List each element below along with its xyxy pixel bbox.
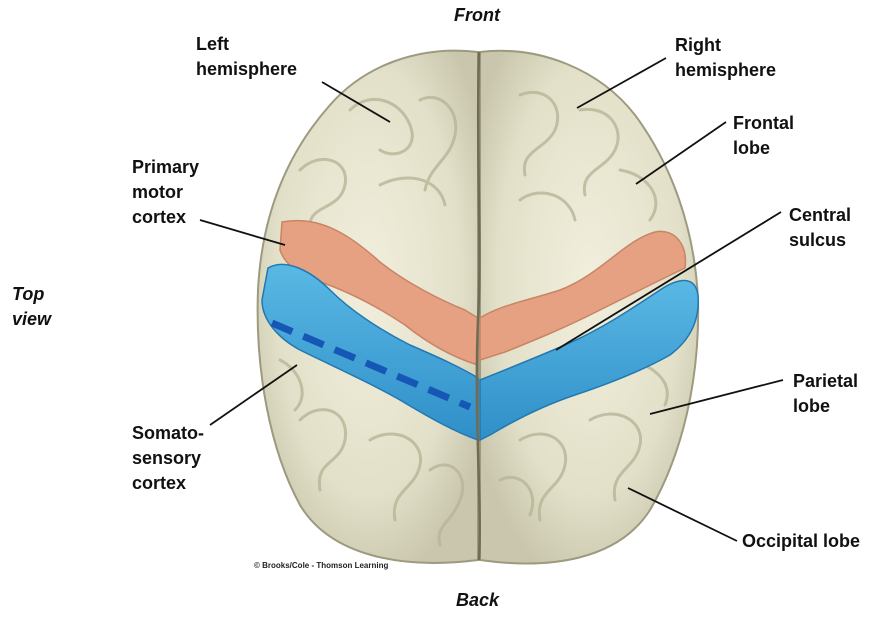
right-hemisphere-label: Right hemisphere [675, 35, 777, 80]
top-view-label: Top view [12, 284, 52, 329]
occipital-lobe-label: Occipital lobe [742, 531, 861, 551]
leader-central-sulcus [555, 211, 782, 351]
frontal-lobe-label: Frontal lobe [733, 113, 794, 158]
leader-motor-cortex [199, 219, 286, 246]
central-sulcus-dash [270, 319, 472, 411]
leader-lines [199, 57, 784, 542]
leader-left-hemisphere [321, 81, 391, 123]
front-label: Front [454, 5, 500, 25]
left-hemisphere-shape [256, 49, 479, 564]
central-sulcus-label: Central sulcus [789, 205, 852, 250]
copyright-credit: © Brooks/Cole - Thomson Learning [254, 561, 389, 570]
primary-motor-cortex-label: Primary motor cortex [132, 157, 200, 227]
leader-frontal-lobe [635, 121, 727, 185]
leader-occipital-lobe [627, 487, 738, 542]
gyri-texture [278, 90, 669, 547]
left-hemisphere-label: Left hemisphere [196, 34, 298, 79]
back-label: Back [456, 590, 500, 610]
leader-parietal-lobe [649, 379, 784, 415]
leader-right-hemisphere [576, 57, 667, 109]
primary-motor-cortex-band-right [479, 230, 687, 362]
leader-somatosensory [209, 364, 298, 426]
somatosensory-cortex-label: Somato- sensory cortex [132, 423, 204, 493]
parietal-lobe-label: Parietal lobe [793, 371, 859, 416]
longitudinal-fissure [475, 51, 481, 561]
